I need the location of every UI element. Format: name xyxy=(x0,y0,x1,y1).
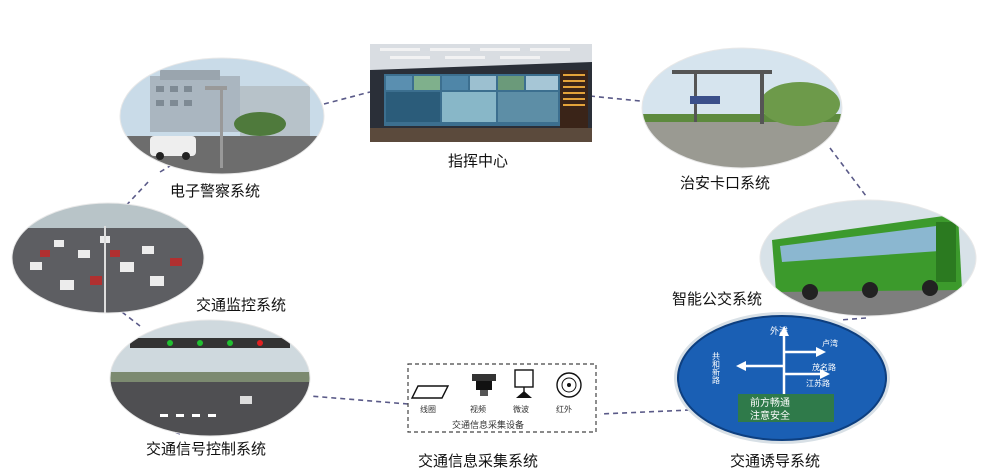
label-info-collect: 交通信息采集系统 xyxy=(418,452,539,470)
label-smart-bus: 智能公交系统 xyxy=(672,290,763,308)
traffic-monitor-image xyxy=(12,203,204,313)
sign-top: 外滩 xyxy=(770,325,788,337)
sign-left: 共和新路 xyxy=(712,352,721,384)
device-label-microwave: 微波 xyxy=(513,404,529,414)
sign-bottom-2: 注意安全 xyxy=(750,409,790,422)
device-label-coil: 线圈 xyxy=(420,404,436,414)
label-signal-control: 交通信号控制系统 xyxy=(146,440,267,458)
sign-bottom-1: 前方畅通 xyxy=(750,396,790,409)
video-wall xyxy=(384,74,560,126)
label-traffic-monitor: 交通监控系统 xyxy=(196,296,287,314)
coil-icon xyxy=(410,385,450,399)
sign-right-2: 茂名路 xyxy=(812,362,836,372)
sign-right-3: 江苏路 xyxy=(806,378,830,388)
label-guidance: 交通诱导系统 xyxy=(730,452,821,470)
device-label-infrared: 红外 xyxy=(556,404,572,414)
info-collect-box: 线圈 视频 微波 红外 交通信息采集设备 xyxy=(407,363,597,433)
command-center-image xyxy=(370,44,592,142)
signal-control-image xyxy=(110,320,310,436)
infrared-sensor-icon xyxy=(556,372,582,398)
microwave-sensor-icon xyxy=(514,369,534,398)
guidance-image: 外滩 共和新路 卢湾 茂名路 江苏路 前方畅通 注意安全 xyxy=(674,312,890,444)
sign-right-1: 卢湾 xyxy=(822,338,838,348)
label-e-police: 电子警察系统 xyxy=(170,182,261,200)
checkpoint-image xyxy=(642,48,842,168)
label-checkpoint: 治安卡口系统 xyxy=(680,174,771,192)
device-label-video: 视频 xyxy=(470,404,486,414)
label-command-center: 指挥中心 xyxy=(448,152,509,170)
video-camera-icon xyxy=(472,374,496,396)
collect-box-caption: 交通信息采集设备 xyxy=(452,419,524,431)
e-police-image xyxy=(120,58,324,174)
smart-bus-image xyxy=(760,200,976,316)
